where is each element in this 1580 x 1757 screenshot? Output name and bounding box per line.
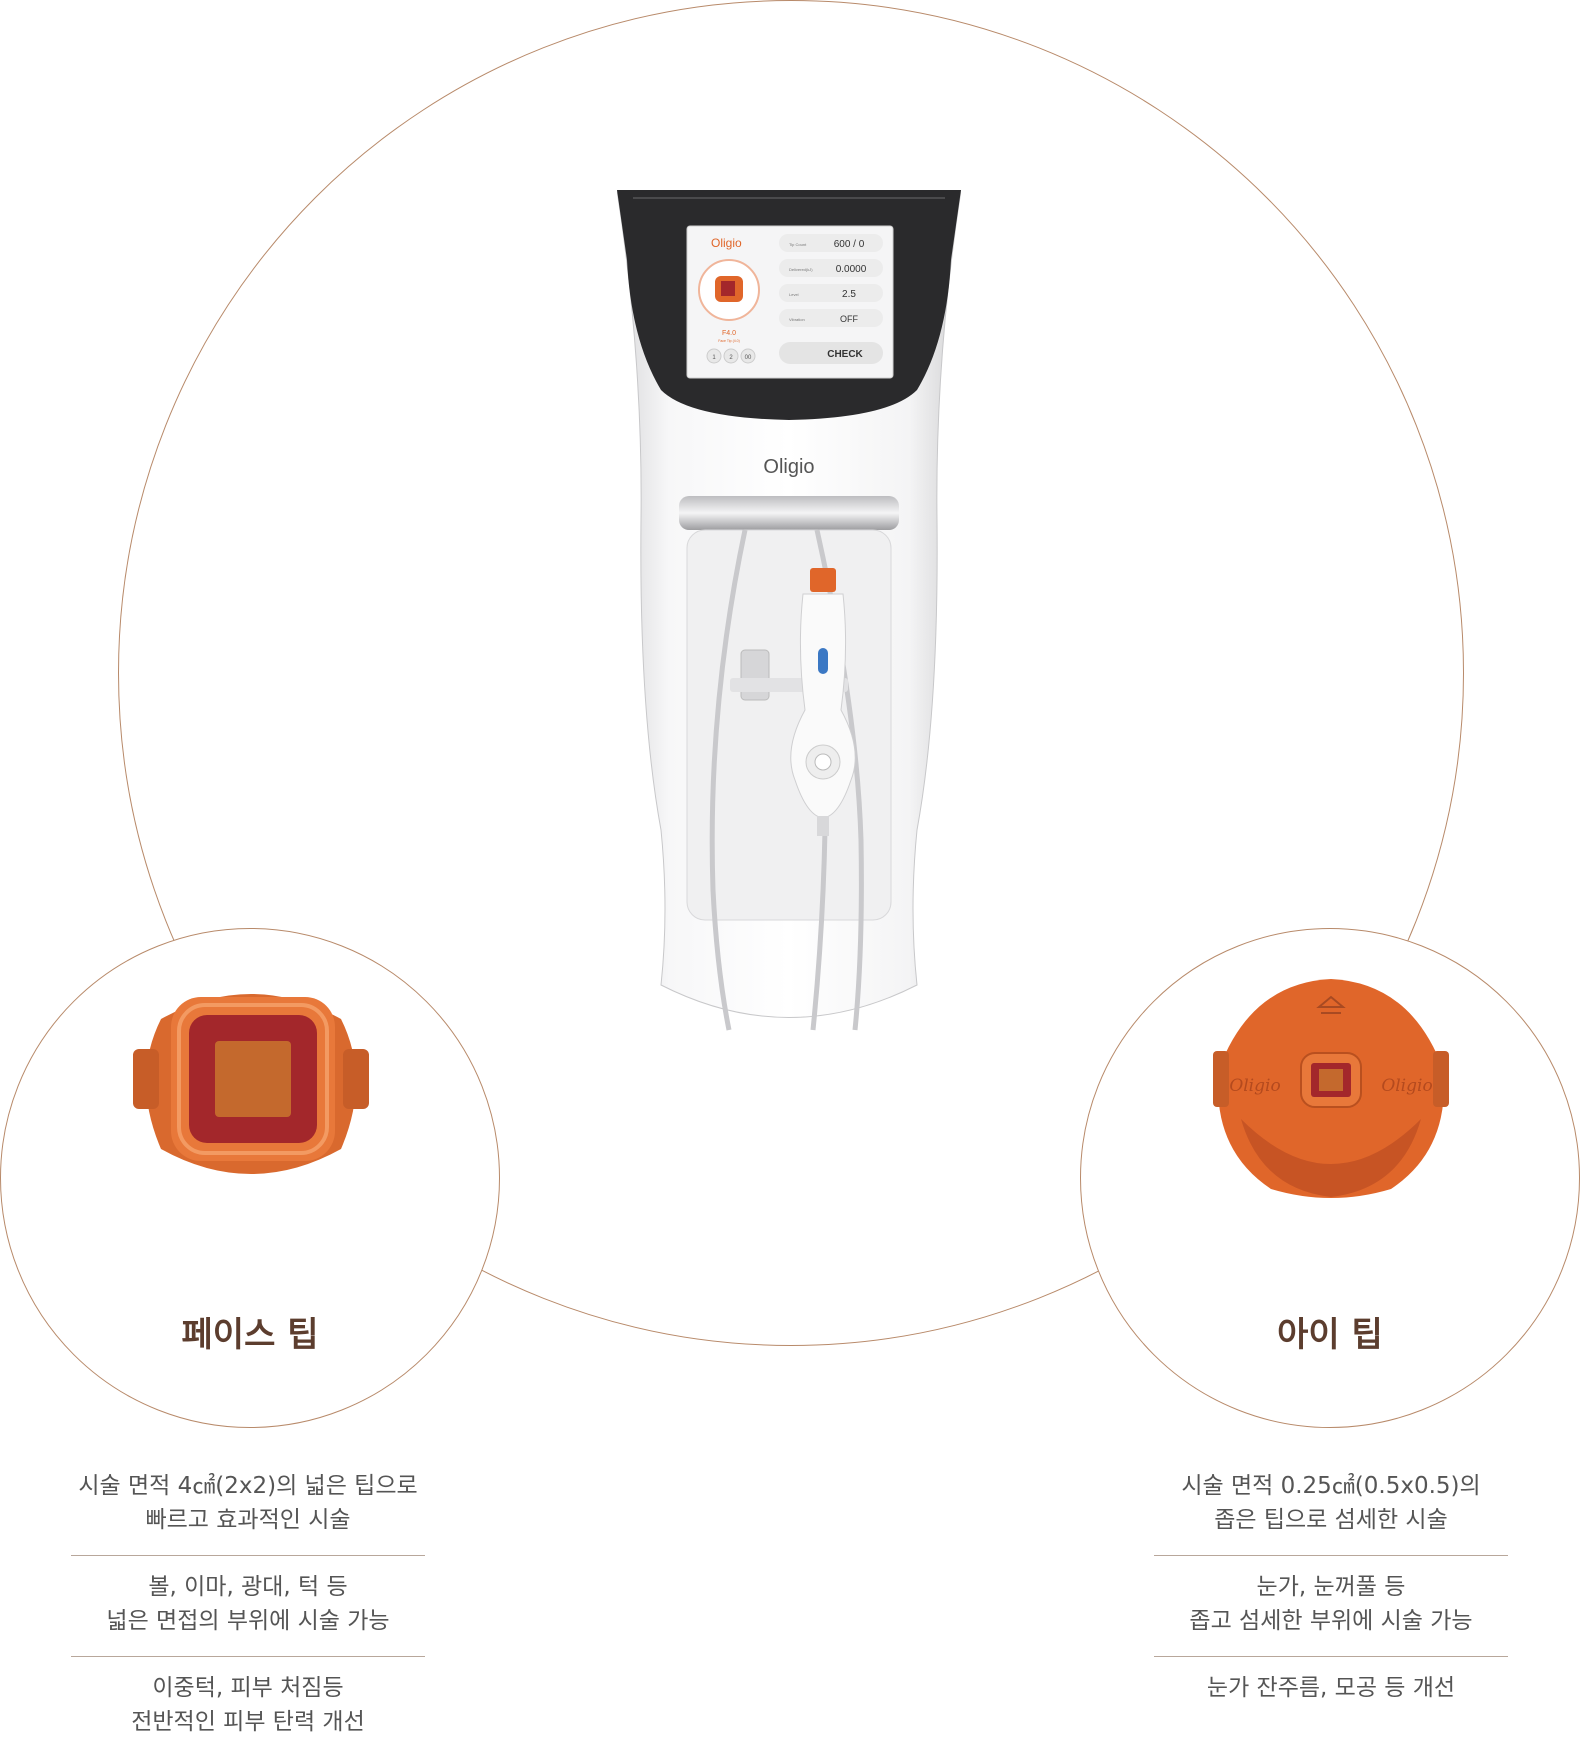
- main-circle-outline: [118, 0, 1464, 1346]
- eye-tip-descriptions: 시술 면적 0.25㎠(0.5x0.5)의 좁은 팁으로 섬세한 시술 눈가, …: [1154, 1463, 1508, 1723]
- svg-text:1: 1: [712, 355, 716, 361]
- eye-tip-image: Oligio Oligio: [1213, 979, 1449, 1198]
- face-desc-item: 이중턱, 피부 처짐등 전반적인 피부 탄력 개선: [131, 1675, 365, 1735]
- oligio-device-illustration: Oligio F4.0 Face Tip (4.0) 1 2 00 Tip Co…: [617, 190, 961, 1031]
- screen-tip-sub: Face Tip (4.0): [718, 339, 740, 343]
- face-tip-descriptions: 시술 면적 4㎠(2x2)의 넓은 팁으로 빠르고 효과적인 시술 볼, 이마,…: [71, 1463, 425, 1757]
- face-tip-image: [133, 994, 369, 1174]
- device-logo: Oligio: [763, 456, 814, 478]
- svg-text:Tip Count: Tip Count: [789, 242, 807, 247]
- svg-text:600 / 0: 600 / 0: [834, 239, 865, 250]
- svg-text:00: 00: [745, 355, 752, 361]
- face-desc-item: 시술 면적 4㎠(2x2)의 넓은 팁으로 빠르고 효과적인 시술: [71, 1463, 425, 1556]
- face-tip-title: 페이스 팁: [181, 1315, 319, 1355]
- eye-desc-item: 눈가 잔주름, 모공 등 개선: [1206, 1675, 1456, 1701]
- svg-text:OFF: OFF: [840, 314, 858, 324]
- svg-text:0.0000: 0.0000: [836, 264, 867, 275]
- screen-logo: Oligio: [711, 236, 742, 250]
- svg-text:2.5: 2.5: [842, 289, 856, 300]
- face-tip-circle: 페이스 팁: [0, 928, 500, 1428]
- screen-mode-buttons: 1 2 00: [706, 348, 756, 364]
- screen-tip-label: F4.0: [722, 330, 736, 337]
- eye-tip-brand-right: Oligio: [1381, 1076, 1432, 1096]
- eye-desc-item: 시술 면적 0.25㎠(0.5x0.5)의 좁은 팁으로 섬세한 시술: [1154, 1463, 1508, 1556]
- svg-text:Delivered(kJ): Delivered(kJ): [789, 267, 813, 272]
- svg-text:Level: Level: [789, 292, 799, 297]
- eye-desc-item: 눈가, 눈꺼풀 등 좁고 섬세한 부위에 시술 가능: [1154, 1556, 1508, 1657]
- eye-tip-brand-left: Oligio: [1229, 1076, 1280, 1096]
- svg-text:2: 2: [729, 355, 733, 361]
- eye-tip-title: 아이 팁: [1277, 1315, 1383, 1355]
- svg-text:CHECK: CHECK: [827, 349, 863, 360]
- eye-tip-circle: Oligio Oligio 아이 팁: [1080, 928, 1580, 1428]
- face-desc-item: 볼, 이마, 광대, 턱 등 넓은 면접의 부위에 시술 가능: [71, 1556, 425, 1657]
- svg-text:Vibration: Vibration: [789, 317, 805, 322]
- screen-rows: Tip Count 600 / 0 Delivered(kJ) 0.0000 L…: [779, 234, 883, 364]
